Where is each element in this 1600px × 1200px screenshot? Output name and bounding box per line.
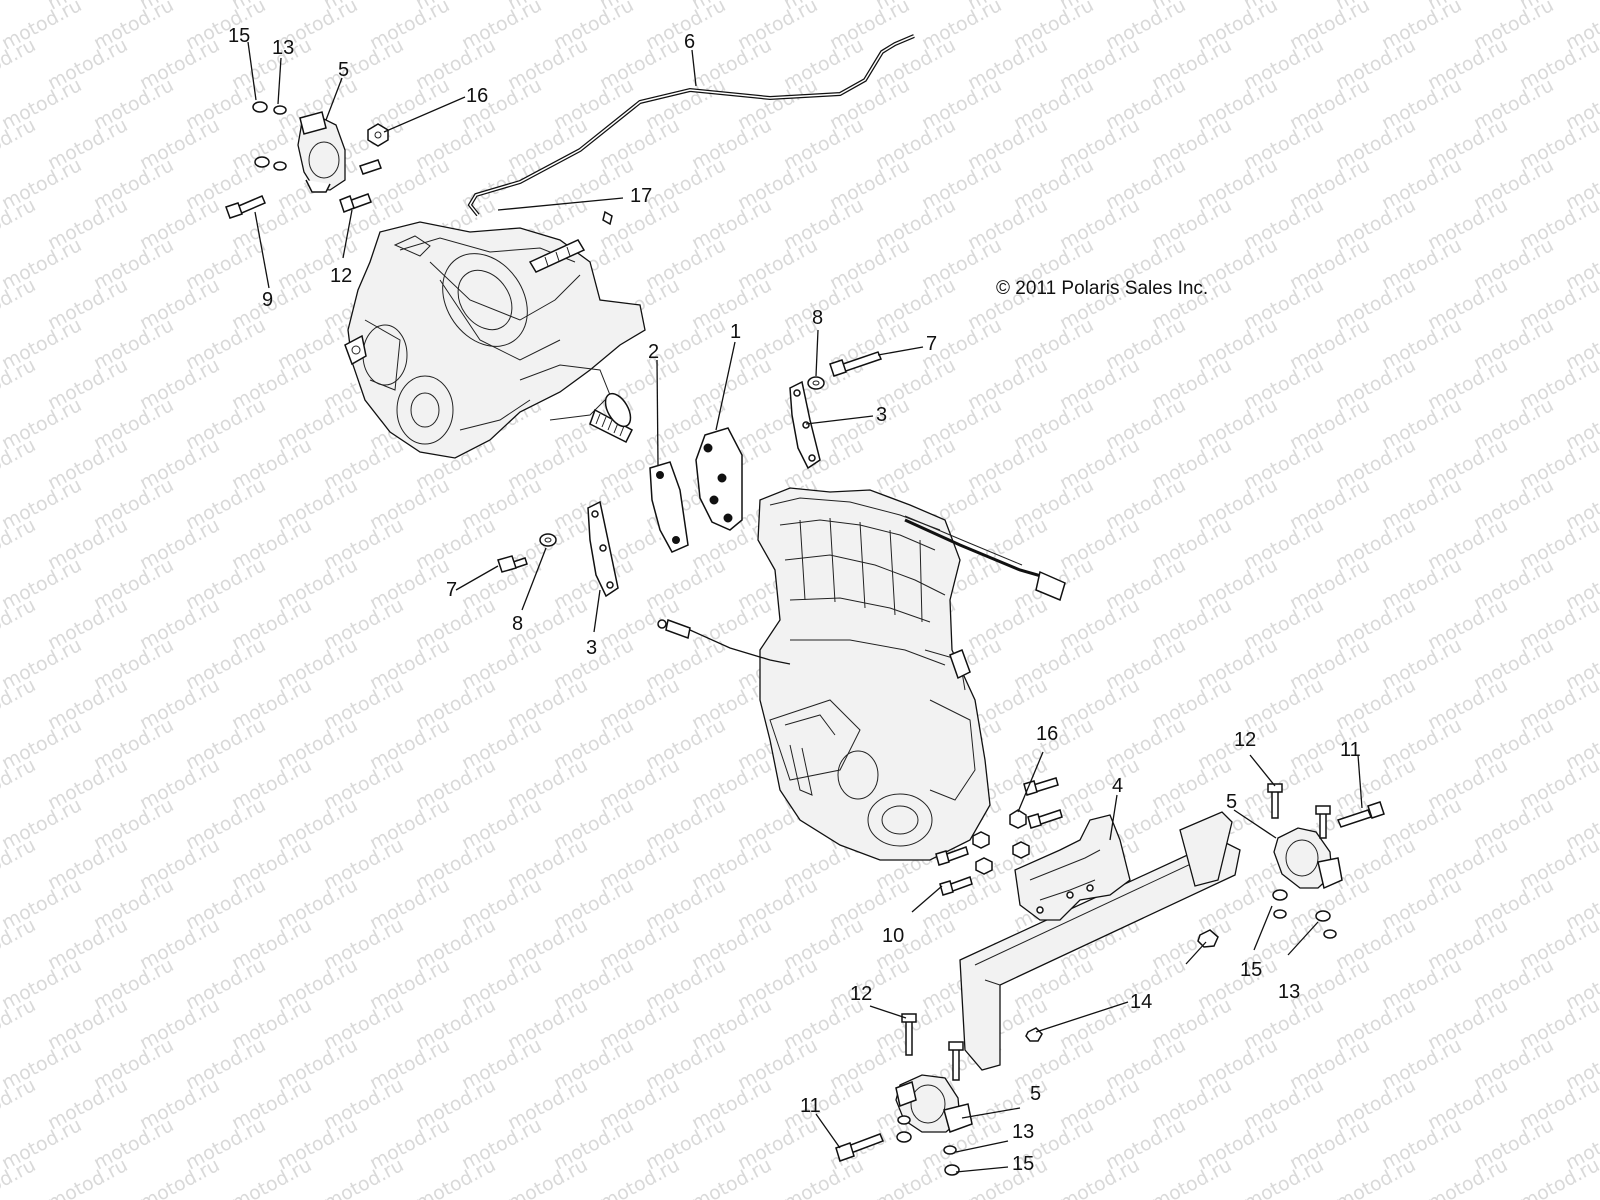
watermark-text: motod.ru: [0, 0, 39, 14]
watermark-text: motod.ru: [1148, 1154, 1235, 1200]
nut-14-lower: [1025, 1027, 1043, 1042]
washer-13-upper: [273, 105, 287, 115]
watermark-text: motod.ru: [1332, 1154, 1419, 1200]
callout-4: 4: [1112, 775, 1123, 797]
bolt-12-right: [1267, 783, 1331, 839]
callout-labels: 15 13 5 16 6 17 9 12 8 7 1 2 3 7 8 3 16 …: [228, 25, 1361, 1175]
nuts-bottom-group: [896, 1115, 960, 1176]
watermark-text: motod.ru: [412, 1154, 499, 1200]
copyright-notice: © 2011 Polaris Sales Inc.: [996, 278, 1208, 299]
callout-5: 5: [1226, 791, 1237, 813]
mount-plate-1: [695, 427, 743, 531]
bolt-12-upper: [339, 193, 372, 213]
watermark-text: motod.ru: [1056, 1154, 1143, 1200]
callout-2: 2: [648, 341, 659, 363]
callout-3: 3: [586, 637, 597, 659]
nut-16-upper: [367, 123, 389, 147]
nut-15-upper: [252, 101, 268, 113]
callout-12: 12: [1234, 729, 1256, 751]
engine-subframe-4: [959, 811, 1241, 1071]
watermark-text: motod.ru: [1424, 1154, 1511, 1200]
breather-hose: [467, 34, 915, 226]
mount-plate-3-lower: [587, 500, 619, 598]
engine-assembly: [657, 487, 1066, 861]
callout-3: 3: [876, 404, 887, 426]
callout-8: 8: [512, 613, 523, 635]
callout-1: 1: [730, 321, 741, 343]
bolt-11-bottom: [835, 1133, 884, 1162]
watermark-text: motod.ru: [688, 1154, 775, 1200]
bolt-12-bottom: [901, 1013, 964, 1081]
callout-13: 13: [272, 37, 294, 59]
mount-plate-2: [649, 461, 689, 553]
callout-15: 15: [1240, 959, 1262, 981]
callout-13: 13: [1278, 981, 1300, 1003]
callout-15: 15: [1012, 1153, 1034, 1175]
watermark-text: motod.ru: [44, 1154, 131, 1200]
callout-11: 11: [1340, 739, 1361, 761]
bolts-10-group: [935, 777, 1063, 896]
callout-5: 5: [338, 59, 349, 81]
bolt-9: [225, 195, 266, 219]
bolt-short-upper: [359, 159, 382, 175]
callout-15: 15: [228, 25, 250, 47]
callout-6: 6: [684, 31, 695, 53]
bolt-7-lower: [497, 555, 528, 573]
callout-12: 12: [850, 983, 872, 1005]
watermark-text: motod.ru: [504, 1154, 591, 1200]
watermark-text: motod.ru: [228, 1154, 315, 1200]
watermark-text: motod.ru: [596, 1154, 683, 1200]
watermark-text: motod.ru: [780, 1154, 867, 1200]
callout-10: 10: [882, 925, 904, 947]
nut-14-upper: [1197, 929, 1219, 948]
callout-5: 5: [1030, 1083, 1041, 1105]
watermark-text: motod.ru: [1516, 1154, 1600, 1200]
callout-11: 11: [800, 1095, 821, 1117]
nuts-right-group: [1272, 889, 1337, 939]
leader-lines: [247, 41, 1363, 1173]
callout-14: 14: [1130, 991, 1152, 1013]
callout-17: 17: [630, 185, 652, 207]
washer-8-lower: [539, 533, 557, 547]
bolt-7-upper: [829, 351, 883, 377]
callout-9: 9: [262, 289, 273, 311]
watermark-text: motod.ru: [872, 1154, 959, 1200]
engine-mount-5-bottom: [895, 1074, 973, 1133]
callout-12: 12: [330, 265, 352, 287]
watermark-text: motod.ru: [1240, 1154, 1327, 1200]
callout-8: 8: [812, 307, 823, 329]
callout-7: 7: [446, 579, 457, 601]
engine-mount-5-upper: [297, 111, 346, 193]
bolt-11-right: [1336, 801, 1385, 828]
nut-washer-pair-upper: [254, 156, 287, 171]
nuts-small-group: [972, 831, 1030, 875]
washer-8-upper: [807, 376, 825, 390]
callout-13: 13: [1012, 1121, 1034, 1143]
callout-7: 7: [926, 333, 937, 355]
engine-mount-5-right: [1273, 827, 1343, 890]
transmission-assembly: [344, 221, 646, 459]
watermark-text: motod.ru: [964, 1154, 1051, 1200]
callout-16: 16: [466, 85, 488, 107]
nut-16-lower: [1009, 809, 1027, 829]
watermark-text: motod.ru: [136, 1154, 223, 1200]
mount-plate-3-upper: [789, 380, 821, 470]
callout-16: 16: [1036, 723, 1058, 745]
watermark-text: motod.ru: [320, 1154, 407, 1200]
